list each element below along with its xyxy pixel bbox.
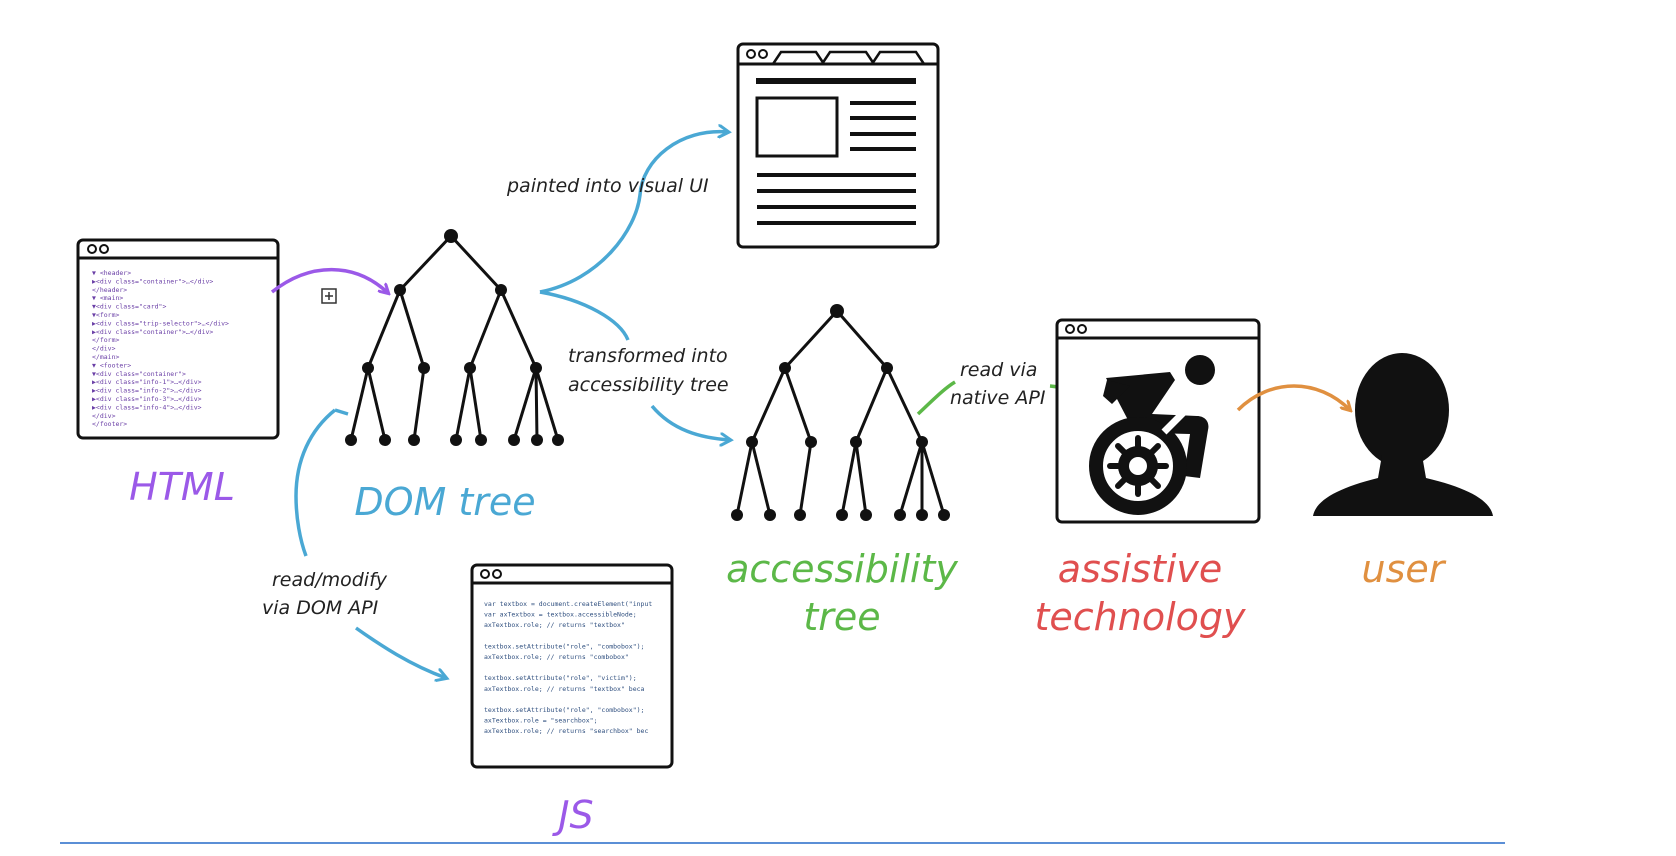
- read-modify-label-2: via DOM API: [262, 597, 379, 619]
- code-line: ▼<div class="card">: [92, 303, 166, 311]
- code-line: textbox.setAttribute("role", "combobox")…: [484, 642, 644, 650]
- browser-window-icon: [76, 238, 280, 440]
- code-line: ▼ <main>: [92, 294, 123, 302]
- code-line: </footer>: [92, 420, 127, 428]
- code-line: </header>: [92, 286, 127, 294]
- code-line: axTextbox.role; // returns "textbox": [484, 621, 625, 629]
- plus-box-icon: [321, 288, 337, 304]
- read-modify-label-1: read/modify: [272, 569, 388, 591]
- code-line: ▼<form>: [92, 311, 119, 319]
- dom-tree-nodes: [345, 229, 564, 446]
- dom-to-ax-arrow-start: [539, 290, 630, 341]
- user-label: user: [1362, 547, 1447, 591]
- assistive-label-1: assistive: [1058, 547, 1223, 591]
- webpage-layout-icon: [736, 42, 940, 249]
- code-line: ▼ <header>: [92, 269, 131, 277]
- html-window: ▼ <header> ▶<div class="container">…</di…: [76, 238, 280, 440]
- transformed-edge-label-2: accessibility tree: [568, 374, 729, 396]
- at-to-user-arrow: [1236, 384, 1350, 410]
- dom-to-ax-arrow-end: [650, 404, 730, 440]
- code-line: </div>: [92, 345, 116, 353]
- code-line: var textbox = document.createElement("in…: [484, 600, 652, 608]
- accessibility-tree-label-2: tree: [803, 595, 880, 639]
- code-line: ▶<div class="info-1">…</div>: [92, 378, 202, 386]
- code-line: axTextbox.role; // returns "searchbox" b…: [484, 727, 648, 735]
- dom-to-js-arrow-end: [354, 626, 446, 678]
- accessibility-wheelchair-icon: [1089, 355, 1215, 515]
- code-line: ▼<div class="container">: [92, 370, 186, 378]
- dom-to-js-arrow-head: [334, 408, 349, 416]
- code-line: ▶<div class="info-4">…</div>: [92, 403, 202, 411]
- code-line: var axTextbox = textbox.accessibleNode;: [484, 611, 637, 619]
- dom-to-js-arrow-start: [294, 408, 337, 557]
- dom-to-visual-arrow: [539, 132, 728, 294]
- code-line: ▶<div class="info-3">…</div>: [92, 395, 202, 403]
- code-line: axTextbox.role = "searchbox";: [484, 717, 598, 725]
- accessibility-tree-nodes: [731, 304, 950, 521]
- code-line: ▼ <footer>: [92, 361, 131, 369]
- html-code-lines: ▼ <header> ▶<div class="container">…</di…: [92, 269, 229, 428]
- code-line: axTextbox.role; // returns "combobox": [484, 653, 629, 661]
- code-line: ▶<div class="trip-selector">…</div>: [92, 319, 229, 327]
- code-line: </main>: [92, 353, 119, 361]
- code-line: ▶<div class="container">…</div>: [92, 328, 213, 336]
- accessibility-tree: [735, 309, 946, 517]
- dom-tree: [349, 234, 560, 442]
- code-line: ▶<div class="container">…</div>: [92, 277, 213, 285]
- js-label: JS: [551, 793, 593, 837]
- dom-tree-label: DOM tree: [354, 480, 535, 524]
- accessibility-tree-label-1: accessibility: [726, 547, 958, 591]
- assistive-label-2: technology: [1034, 595, 1246, 639]
- person-silhouette-icon: [1313, 353, 1493, 516]
- code-line: </div>: [92, 412, 116, 420]
- read-native-label-1: read via: [960, 359, 1037, 381]
- js-code-lines: var textbox = document.createElement("in…: [484, 600, 652, 735]
- code-line: textbox.setAttribute("role", "combobox")…: [484, 706, 644, 714]
- painted-edge-label: painted into visual UI: [506, 175, 709, 197]
- transformed-edge-label-1: transformed into: [568, 345, 728, 367]
- code-window-icon: [470, 563, 674, 769]
- html-to-dom-arrow: [270, 267, 388, 293]
- code-line: textbox.setAttribute("role", "victim");: [484, 674, 637, 682]
- read-native-label-2: native API: [950, 387, 1046, 409]
- assistive-window: [1055, 318, 1261, 524]
- ax-to-at-arrow-start: [916, 380, 956, 416]
- code-line: </form>: [92, 336, 119, 344]
- code-line: ▶<div class="info-2">…</div>: [92, 387, 202, 395]
- html-label: HTML: [129, 465, 235, 509]
- code-line: axTextbox.role; // returns "textbox" bec…: [484, 685, 645, 693]
